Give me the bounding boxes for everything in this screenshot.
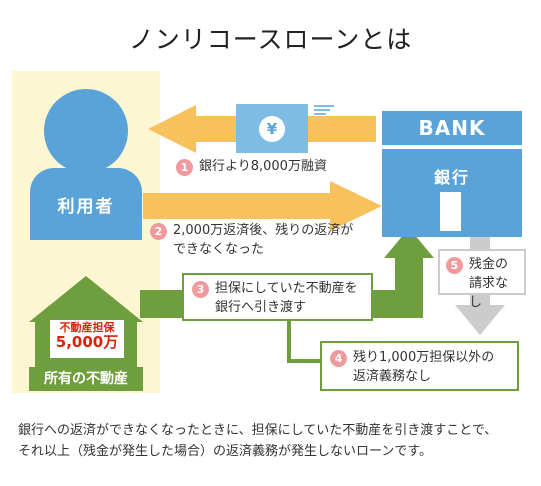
description-line2: それ以上（残金が発生した場合）の返済義務が発生しないローンです。 xyxy=(18,443,433,459)
description: 銀行への返済ができなくなったときに、担保にしていた不動産を引き渡すことで、 それ… xyxy=(18,421,528,463)
step-5: 5 残金の 請求なし xyxy=(438,249,526,310)
step-number: 4 xyxy=(330,350,347,367)
bank-door-icon xyxy=(440,192,461,231)
bank-sign: BANK xyxy=(382,111,522,145)
step-number: 5 xyxy=(446,257,463,274)
step-number: 2 xyxy=(150,223,167,240)
step-text-line1: 担保にしていた不動産を xyxy=(215,281,358,296)
property-tag-line2: 5,000万 xyxy=(55,333,119,352)
property-tag-line1: 不動産担保 xyxy=(59,321,115,334)
step-3: 3 担保にしていた不動産を 銀行へ引き渡す xyxy=(182,273,373,321)
user-head-icon xyxy=(44,89,128,173)
connector-line xyxy=(287,304,322,363)
bank-name: 銀行 xyxy=(433,168,470,187)
step-1: 1 銀行より8,000万融資 xyxy=(176,158,327,177)
step-2: 2 2,000万返済後、残りの返済が できなくなった xyxy=(150,222,353,260)
step-text: 銀行より8,000万融資 xyxy=(199,159,327,174)
step-text-line2: 返済義務なし xyxy=(353,368,432,384)
step-number: 1 xyxy=(176,159,193,176)
step-text-line2: 請求なし xyxy=(469,275,509,310)
user-label: 利用者 xyxy=(57,196,115,217)
description-line1: 銀行への返済ができなくなったときに、担保にしていた不動産を引き渡すことで、 xyxy=(18,423,498,438)
money-bill-icon: ¥ xyxy=(236,104,308,153)
yen-icon: ¥ xyxy=(259,115,285,142)
property-label: 所有の不動産 xyxy=(29,367,143,391)
step-text-line2: 銀行へ引き渡す xyxy=(215,299,307,315)
step-number: 3 xyxy=(192,281,209,298)
step-text-line2: できなくなった xyxy=(173,241,265,257)
step-4: 4 残り1,000万担保以外の 返済義務なし xyxy=(320,341,519,391)
page-title: ノンリコースローンとは xyxy=(128,25,413,54)
property-value-tag: 不動産担保 5,000万 xyxy=(50,320,124,358)
user-body-icon: 利用者 xyxy=(30,168,142,240)
bill-lines-icon xyxy=(314,105,334,115)
step-text-line1: 残り1,000万担保以外の xyxy=(353,350,495,365)
repay-arrow xyxy=(143,181,382,231)
step-text-line1: 残金の xyxy=(469,257,509,272)
step-text-line1: 2,000万返済後、残りの返済が xyxy=(173,223,354,238)
